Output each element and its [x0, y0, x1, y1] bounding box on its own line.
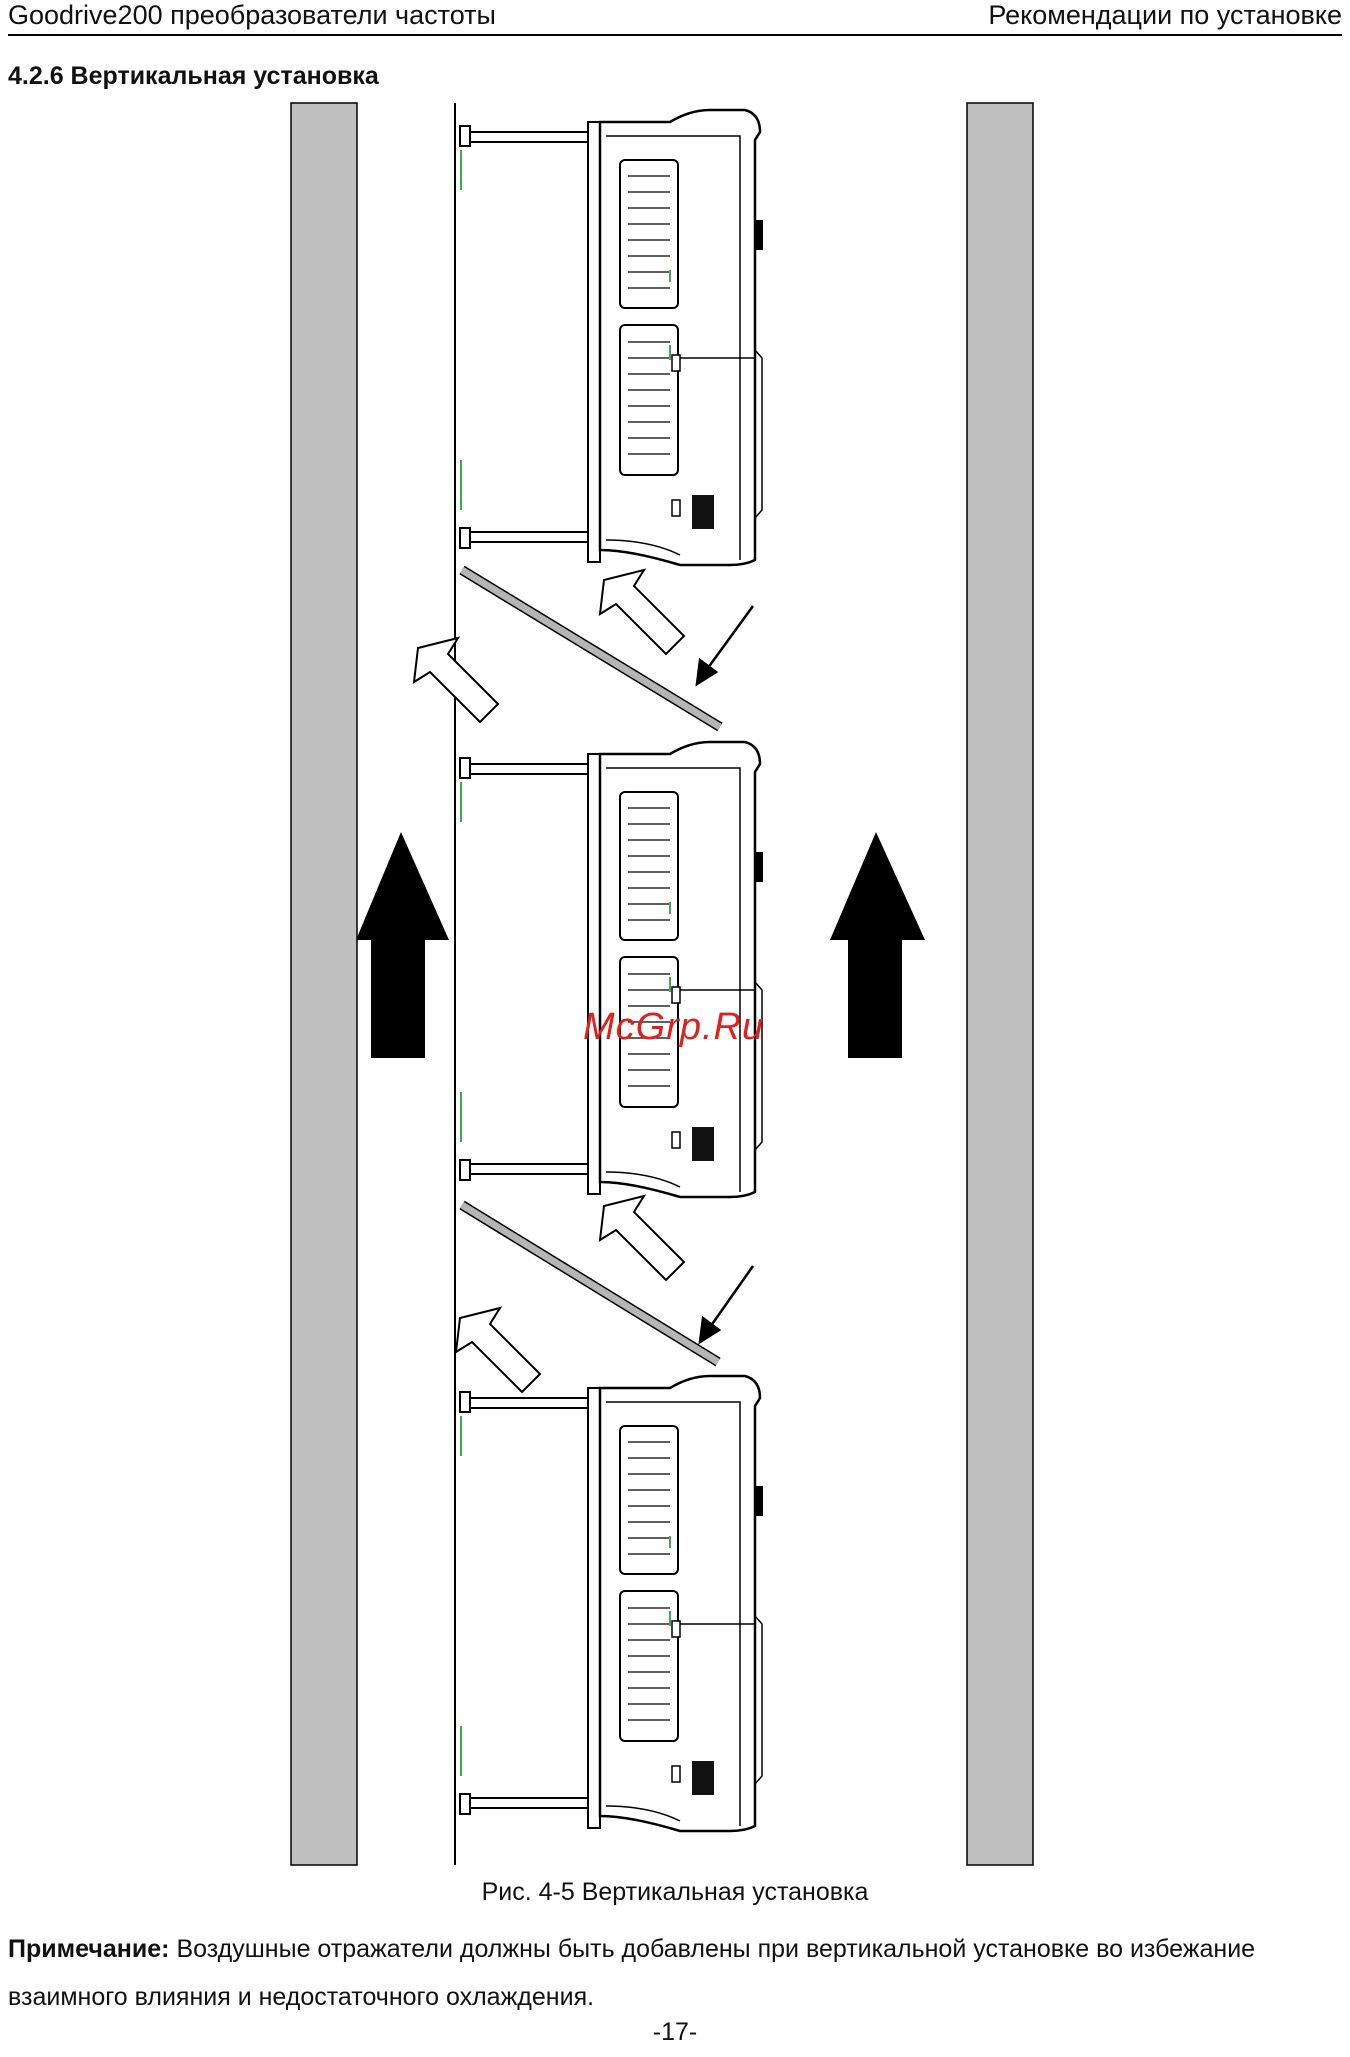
air-baffle-upper-fill — [462, 570, 720, 727]
left-wall — [291, 103, 357, 1865]
vertical-installation-figure — [0, 0, 1350, 1880]
airflow-arrow-exhaust-upper — [600, 570, 684, 654]
note-text: Воздушные отражатели должны быть добавле… — [8, 1935, 1255, 2011]
airflow-arrow-out-lower — [456, 1308, 540, 1392]
figure-caption: Рис. 4-5 Вертикальная установка — [0, 1878, 1350, 1907]
watermark: McGrp.Ru — [583, 1006, 764, 1049]
page-number: -17- — [0, 2018, 1350, 2047]
note-label: Примечание: — [8, 1935, 170, 1963]
inverter-unit-2 — [460, 742, 763, 1197]
note-paragraph: Примечание: Воздушные отражатели должны … — [8, 1925, 1342, 2021]
inverter-unit-3 — [460, 1376, 763, 1831]
inverter-unit-1 — [460, 110, 763, 565]
right-wall — [967, 103, 1033, 1865]
airflow-arrow-exhaust-lower — [600, 1196, 684, 1280]
baffle-pointer-upper — [697, 606, 753, 684]
airflow-arrow-right — [830, 832, 925, 1058]
baffle-pointer-lower — [700, 1266, 753, 1342]
airflow-arrow-left — [356, 832, 449, 1058]
